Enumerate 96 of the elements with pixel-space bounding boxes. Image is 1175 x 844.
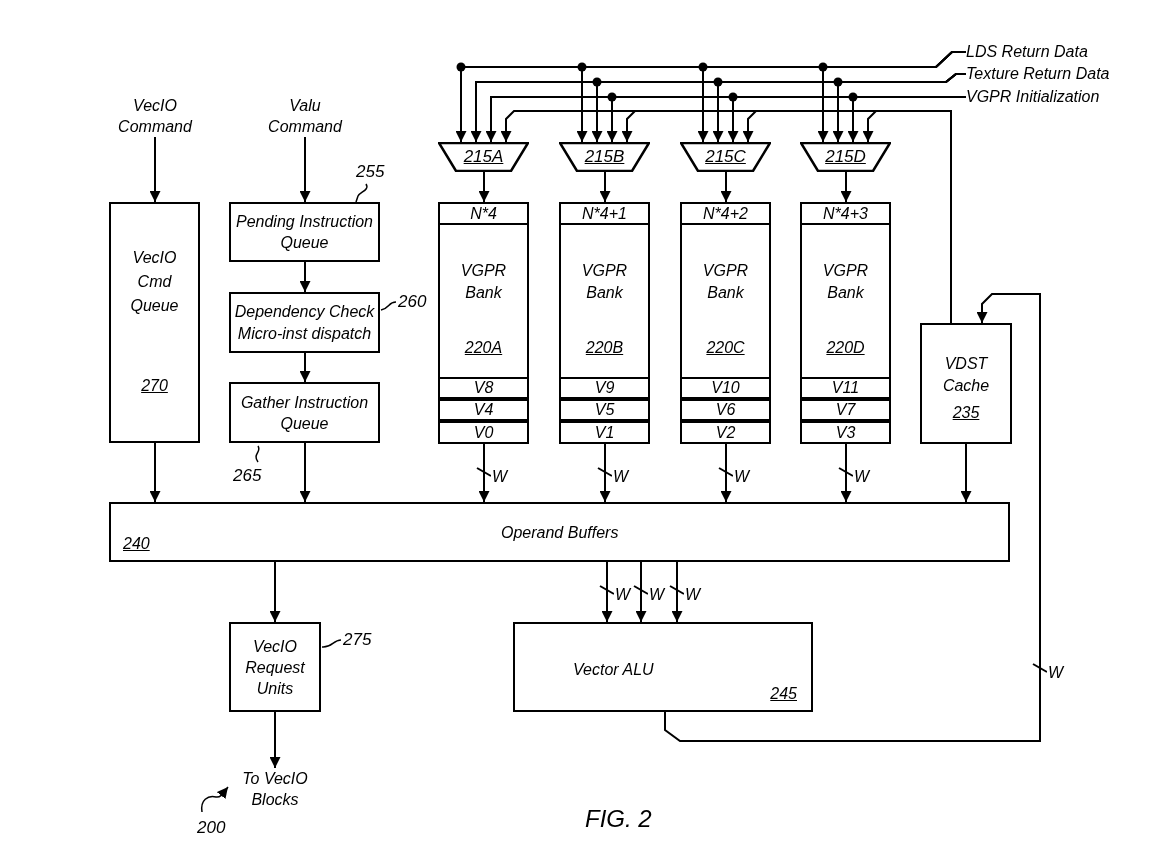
register-bank-box bbox=[800, 202, 891, 444]
box-label: V4 bbox=[473, 402, 494, 418]
reference-numeral: 220C bbox=[705, 338, 746, 358]
reference-numeral: 270 bbox=[140, 376, 169, 396]
signal-label: LDS Return Data bbox=[966, 42, 1141, 62]
box-label: V1 bbox=[594, 424, 615, 441]
connector-arrow bbox=[299, 442, 311, 503]
connector-arrow bbox=[269, 561, 281, 623]
dispatch-box bbox=[229, 292, 380, 353]
queue-box bbox=[229, 202, 380, 262]
reference-numeral: 235 bbox=[951, 403, 981, 423]
reference-numeral: 240 bbox=[123, 534, 150, 554]
signal-label: VGPR Initialization bbox=[966, 87, 1141, 107]
box-label: V3 bbox=[835, 424, 856, 441]
connector-arrow bbox=[269, 711, 281, 769]
box-label: V5 bbox=[594, 402, 615, 418]
connector-arrow bbox=[862, 110, 952, 324]
connector-arrow bbox=[478, 443, 490, 503]
figure-reference-number: 200 bbox=[197, 818, 226, 838]
box-label: V0 bbox=[473, 424, 494, 441]
box-label: V11 bbox=[831, 380, 860, 396]
box-label: Pending Instruction Queue bbox=[235, 212, 374, 253]
connector-arrow bbox=[664, 293, 1041, 742]
register-bank-box bbox=[559, 202, 650, 444]
reference-numeral: 265 bbox=[233, 466, 262, 486]
register-row bbox=[800, 377, 891, 399]
register-row bbox=[438, 399, 529, 421]
box-label: VGPR Bank bbox=[580, 261, 629, 303]
output-label: To VecIO Blocks bbox=[240, 768, 310, 812]
connector-arrow bbox=[817, 51, 967, 143]
box-label: Dependency Check Micro-inst dispatch bbox=[233, 301, 376, 344]
register-bank-box bbox=[680, 202, 771, 444]
input-label: VecIO Command bbox=[105, 95, 205, 137]
box-label: Gather Instruction Queue bbox=[239, 392, 370, 434]
box-label: V10 bbox=[711, 380, 740, 396]
reference-numeral: 245 bbox=[770, 684, 797, 704]
connector-arrow bbox=[299, 136, 311, 203]
box-label: VecIO Cmd Queue bbox=[129, 248, 180, 316]
connector-arrow bbox=[601, 561, 613, 623]
box-label: V8 bbox=[473, 380, 494, 396]
reference-numeral: 215D bbox=[824, 147, 867, 167]
register-bank-box bbox=[438, 202, 529, 444]
box-label: Operand Buffers bbox=[501, 523, 619, 543]
reference-numeral: 260 bbox=[398, 292, 427, 312]
reference-numeral: 215C bbox=[704, 147, 747, 167]
connector-arrow bbox=[599, 171, 611, 203]
box-label: VGPR Bank bbox=[701, 261, 750, 303]
cache-box bbox=[920, 323, 1012, 444]
box-label: V2 bbox=[715, 424, 736, 441]
connector-arrow bbox=[720, 171, 732, 203]
reference-numeral: 215A bbox=[462, 147, 505, 167]
register-row bbox=[559, 377, 650, 399]
input-label: Valu Command bbox=[255, 95, 355, 137]
connector-arrow bbox=[149, 136, 161, 203]
reference-numeral: 215B bbox=[583, 147, 626, 167]
connector-arrow bbox=[720, 443, 732, 503]
buffer-box bbox=[109, 502, 1010, 562]
connector-arrow bbox=[840, 443, 852, 503]
connector-arrow bbox=[635, 561, 647, 623]
box-label: N*4+3 bbox=[823, 205, 868, 222]
box-label: Vector ALU bbox=[573, 660, 654, 680]
box-label: VDST Cache bbox=[941, 354, 991, 396]
register-row bbox=[680, 399, 771, 421]
queue-box bbox=[109, 202, 200, 443]
box-label: V9 bbox=[594, 380, 615, 396]
connector-arrow bbox=[960, 443, 972, 503]
alu-box bbox=[513, 622, 813, 712]
connector-arrow bbox=[149, 442, 161, 503]
box-label: V6 bbox=[715, 402, 736, 418]
register-row bbox=[559, 399, 650, 421]
reference-numeral: 220D bbox=[825, 338, 866, 358]
connector-arrow bbox=[299, 261, 311, 293]
connector-arrow bbox=[478, 171, 490, 203]
box-label: VGPR Bank bbox=[821, 261, 870, 303]
connector-arrow bbox=[840, 171, 852, 203]
box-label: VGPR Bank bbox=[459, 261, 508, 303]
connector-arrow bbox=[599, 443, 611, 503]
request-units-box bbox=[229, 622, 321, 712]
box-label: N*4+2 bbox=[703, 205, 748, 222]
register-row bbox=[438, 377, 529, 399]
reference-numeral: 220B bbox=[584, 338, 625, 358]
register-row bbox=[800, 399, 891, 421]
connector-arrow bbox=[299, 352, 311, 383]
figure-caption: FIG. 2 bbox=[585, 805, 652, 833]
reference-numeral: 220A bbox=[463, 338, 504, 358]
box-label: N*4 bbox=[470, 205, 497, 222]
connector-arrow bbox=[671, 561, 683, 623]
reference-numeral: 255 bbox=[356, 162, 385, 182]
queue-box bbox=[229, 382, 380, 443]
register-row bbox=[680, 377, 771, 399]
box-label: V7 bbox=[835, 402, 856, 418]
box-label: VecIO Request Units bbox=[244, 636, 306, 699]
connector-arrow bbox=[832, 73, 967, 143]
signal-label: Texture Return Data bbox=[966, 64, 1141, 84]
reference-numeral: 275 bbox=[343, 630, 372, 650]
box-label: N*4+1 bbox=[582, 205, 627, 222]
